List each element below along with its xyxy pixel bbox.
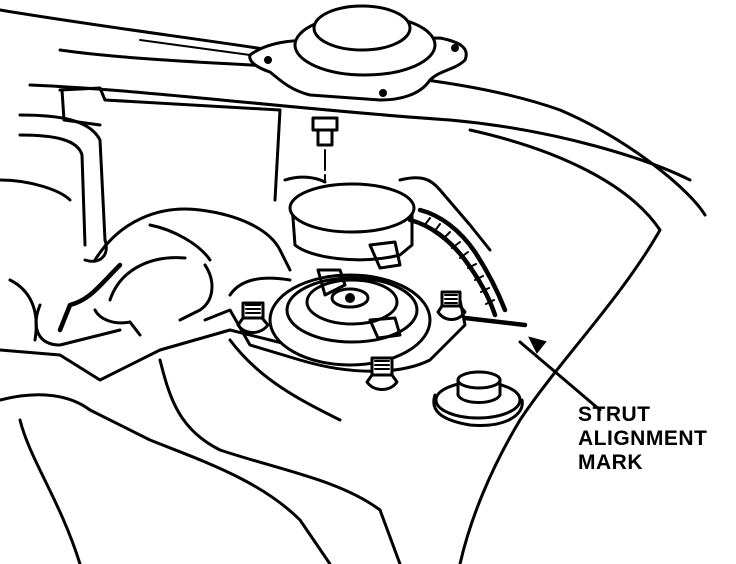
- stud-front: [365, 356, 399, 391]
- lower-left-body: [0, 328, 402, 564]
- corrugated-cable: [407, 207, 508, 318]
- callout-line-2: ALIGNMENT: [578, 427, 708, 450]
- strut-tower-mount: [203, 268, 467, 373]
- reservoir-cap: [432, 370, 524, 427]
- booster-housing: [34, 207, 292, 347]
- callout-line-3: MARK: [578, 451, 643, 474]
- strut-alignment-mark-label: STRUT ALIGNMENT MARK: [578, 403, 707, 475]
- left-hoses: [0, 86, 282, 342]
- fender-outline: [0, 8, 707, 564]
- stud-left: [236, 301, 270, 334]
- strut-insulator-cap: [283, 175, 492, 270]
- alignment-mark: [462, 315, 602, 412]
- mounting-studs: [236, 290, 467, 391]
- upper-strut-cap: [248, 4, 468, 102]
- stud-right: [436, 290, 467, 321]
- callout-line-1: STRUT: [578, 403, 651, 426]
- top-bolt: [311, 116, 339, 183]
